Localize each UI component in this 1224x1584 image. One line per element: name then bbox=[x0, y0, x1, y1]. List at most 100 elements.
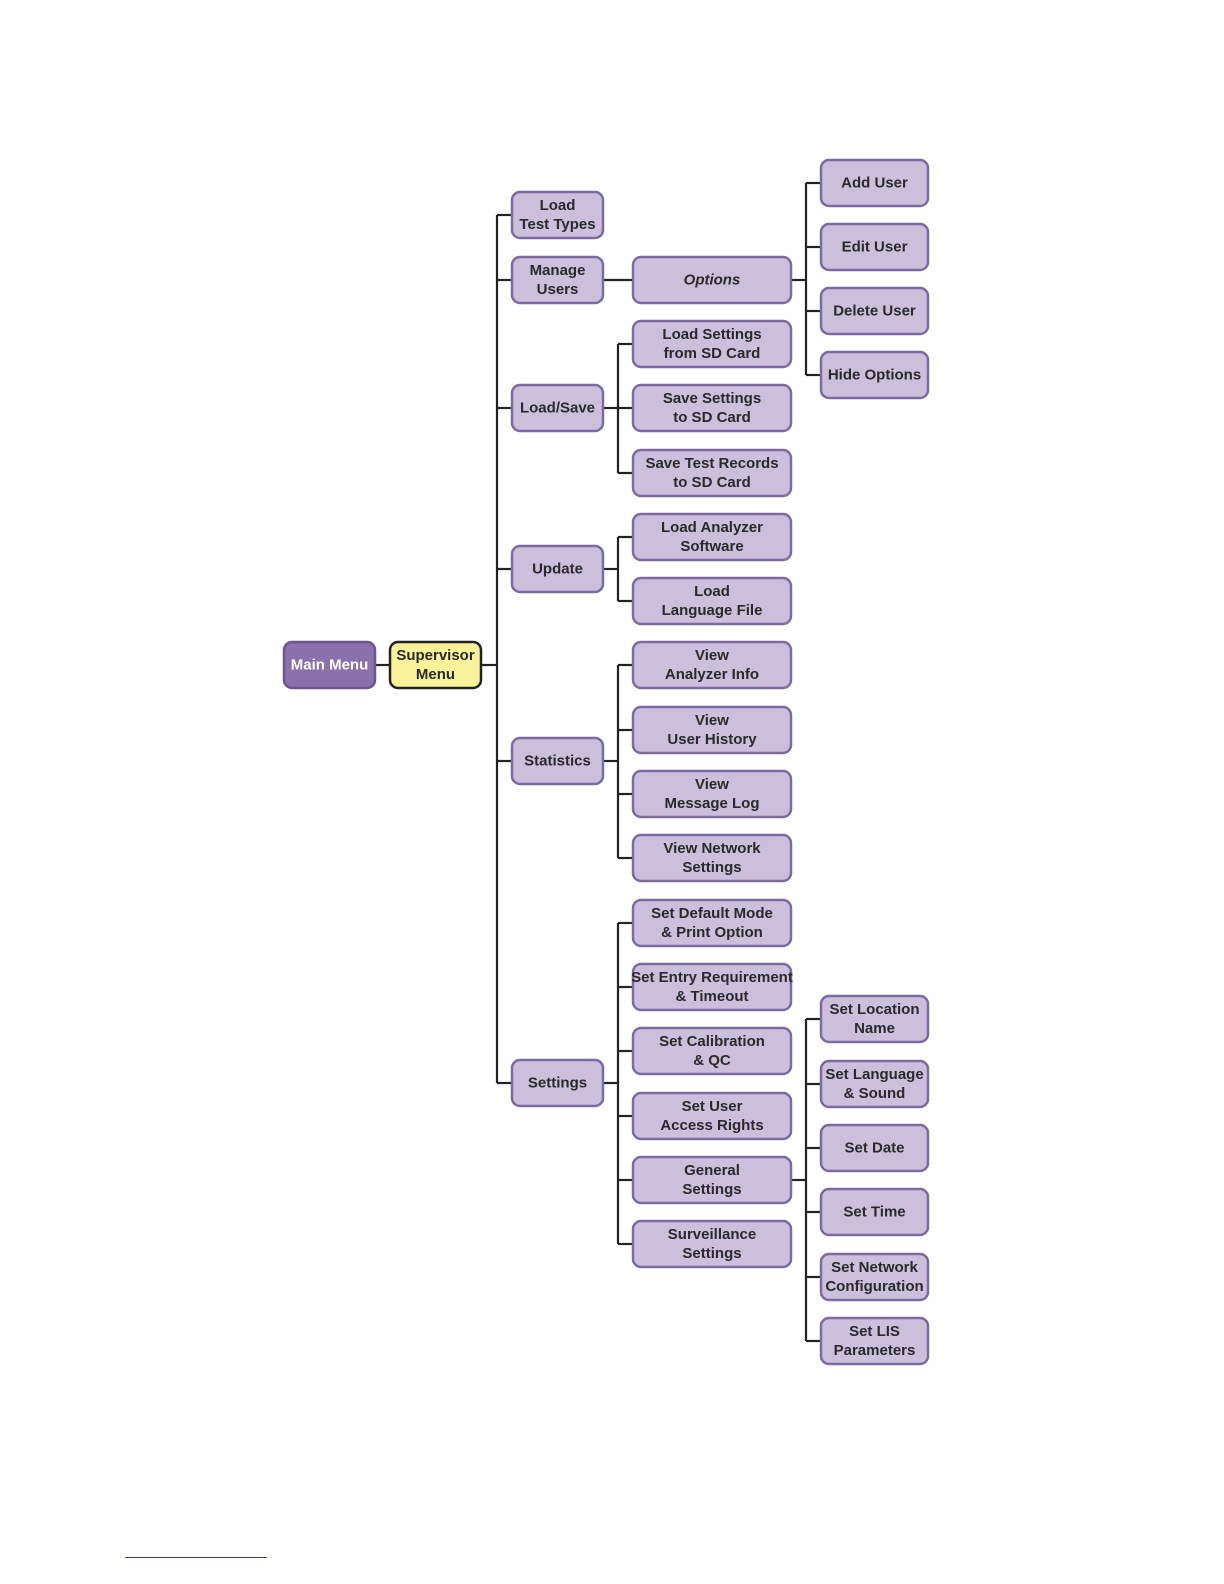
node-add-user: Add User bbox=[819, 158, 930, 208]
node-label: Software bbox=[680, 538, 743, 555]
node-box bbox=[510, 736, 605, 786]
node-label: Settings bbox=[682, 859, 741, 876]
node-label: Settings bbox=[682, 1181, 741, 1198]
node-label: Language File bbox=[662, 602, 763, 619]
node-main-menu: Main Menu bbox=[282, 640, 377, 690]
node-label: Set LIS bbox=[849, 1323, 900, 1340]
node-box bbox=[510, 383, 605, 433]
node-box bbox=[631, 383, 793, 433]
node-label: Settings bbox=[682, 1245, 741, 1262]
node-options: Options bbox=[631, 255, 793, 305]
node-set-entry-requirement: Set Entry Requirement & Timeout bbox=[631, 962, 793, 1012]
node-label: Configuration bbox=[825, 1278, 923, 1295]
node-label: Save Test Records bbox=[645, 455, 778, 472]
node-label: to SD Card bbox=[673, 474, 751, 491]
footnote-separator bbox=[125, 1557, 267, 1558]
node-hide-options: Hide Options bbox=[819, 350, 930, 400]
node-label: & Sound bbox=[844, 1085, 906, 1102]
node-label: Options bbox=[684, 272, 741, 289]
node-label: Set Calibration bbox=[659, 1033, 765, 1050]
node-label: View bbox=[695, 647, 729, 664]
node-label: Update bbox=[532, 561, 583, 578]
node-label: & Print Option bbox=[661, 924, 763, 941]
node-box bbox=[631, 1219, 793, 1269]
node-edit-user: Edit User bbox=[819, 222, 930, 272]
node-box bbox=[819, 158, 930, 208]
node-label: Users bbox=[537, 281, 579, 298]
node-box bbox=[388, 640, 483, 690]
node-box bbox=[631, 769, 793, 819]
node-label: Surveillance bbox=[668, 1226, 756, 1243]
node-label: Test Types bbox=[519, 216, 595, 233]
node-label: Set Location bbox=[829, 1001, 919, 1018]
node-label: Hide Options bbox=[828, 367, 921, 384]
node-box bbox=[819, 286, 930, 336]
node-set-language-sound: Set Language & Sound bbox=[819, 1059, 930, 1109]
node-box bbox=[282, 640, 377, 690]
node-label: View bbox=[695, 712, 729, 729]
node-label: Set Time bbox=[843, 1204, 905, 1221]
node-label: Save Settings bbox=[663, 390, 761, 407]
node-box bbox=[819, 1123, 930, 1173]
node-label: View bbox=[695, 776, 729, 793]
node-box bbox=[819, 1252, 930, 1302]
node-box bbox=[631, 962, 793, 1012]
node-label: Settings bbox=[528, 1075, 587, 1092]
node-label: to SD Card bbox=[673, 409, 751, 426]
node-label: Main Menu bbox=[291, 657, 369, 674]
node-box bbox=[631, 705, 793, 755]
node-box bbox=[510, 1058, 605, 1108]
node-label: & Timeout bbox=[675, 988, 748, 1005]
node-label: Statistics bbox=[524, 753, 591, 770]
node-label: Set Date bbox=[844, 1140, 904, 1157]
node-box bbox=[631, 1155, 793, 1205]
node-label: Edit User bbox=[842, 239, 908, 256]
node-box bbox=[631, 448, 793, 498]
node-box bbox=[510, 255, 605, 305]
node-box bbox=[631, 512, 793, 562]
node-set-default-mode: Set Default Mode& Print Option bbox=[631, 898, 793, 948]
node-set-time: Set Time bbox=[819, 1187, 930, 1237]
node-box bbox=[631, 319, 793, 369]
node-box bbox=[819, 1059, 930, 1109]
node-label: Load Settings bbox=[662, 326, 761, 343]
node-label: Set Language bbox=[825, 1066, 923, 1083]
node-statistics: Statistics bbox=[510, 736, 605, 786]
node-box bbox=[631, 898, 793, 948]
node-label: Menu bbox=[416, 666, 455, 683]
node-label: Load bbox=[540, 197, 576, 214]
node-label: General bbox=[684, 1162, 740, 1179]
node-label: Load/Save bbox=[520, 400, 595, 417]
node-label: Delete User bbox=[833, 303, 916, 320]
node-label: Load bbox=[694, 583, 730, 600]
node-box bbox=[510, 190, 605, 240]
node-label: Access Rights bbox=[660, 1117, 763, 1134]
node-label: Add User bbox=[841, 175, 908, 192]
node-box bbox=[819, 222, 930, 272]
node-label: View Network bbox=[663, 840, 761, 857]
node-label: Set Entry Requirement bbox=[631, 969, 793, 986]
node-box bbox=[819, 994, 930, 1044]
node-load-save: Load/Save bbox=[510, 383, 605, 433]
connector-lines bbox=[375, 181, 821, 1343]
node-update: Update bbox=[510, 544, 605, 594]
node-box bbox=[631, 255, 793, 305]
node-box bbox=[631, 1026, 793, 1076]
node-label: Set User bbox=[682, 1098, 743, 1115]
node-set-calibration-qc: Set Calibration& QC bbox=[631, 1026, 793, 1076]
